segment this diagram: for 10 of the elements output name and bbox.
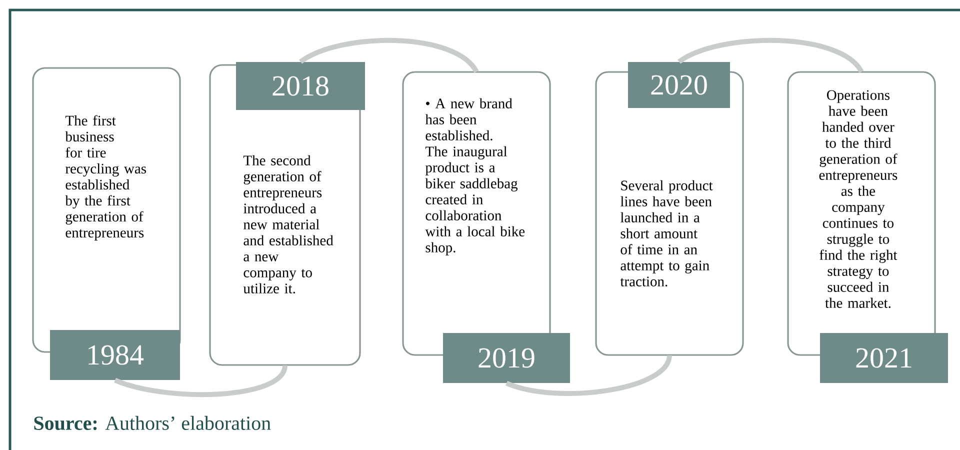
connector-arc [114, 364, 288, 398]
timeline-card: 2018 The second generation of entrepreneurs introduced a new material and established a new company to utilize it. [209, 62, 365, 366]
timeline-card: 2019 • A new brand has been established. The inaugural product is a biker saddlebag created in collaboration with a local bike shop. [402, 71, 570, 383]
connector-arc [299, 38, 478, 74]
connector-arc [678, 38, 864, 74]
timeline-card: 1984 The first business for tire recycling was established by the first generation of entrepreneurs [32, 67, 181, 380]
timeline-card: 2020 Several product lines have been launched in a short amount of time in an attempt to gain traction. [595, 62, 744, 356]
timeline-card: 2021 Operations have been handed over to the third generation of entrepreneurs as the company continues to struggle to find the right strategy to succeed in the market. [787, 71, 948, 383]
connector-arc [506, 354, 672, 396]
source-note: Source: Authors’ elaboration [34, 416, 271, 430]
